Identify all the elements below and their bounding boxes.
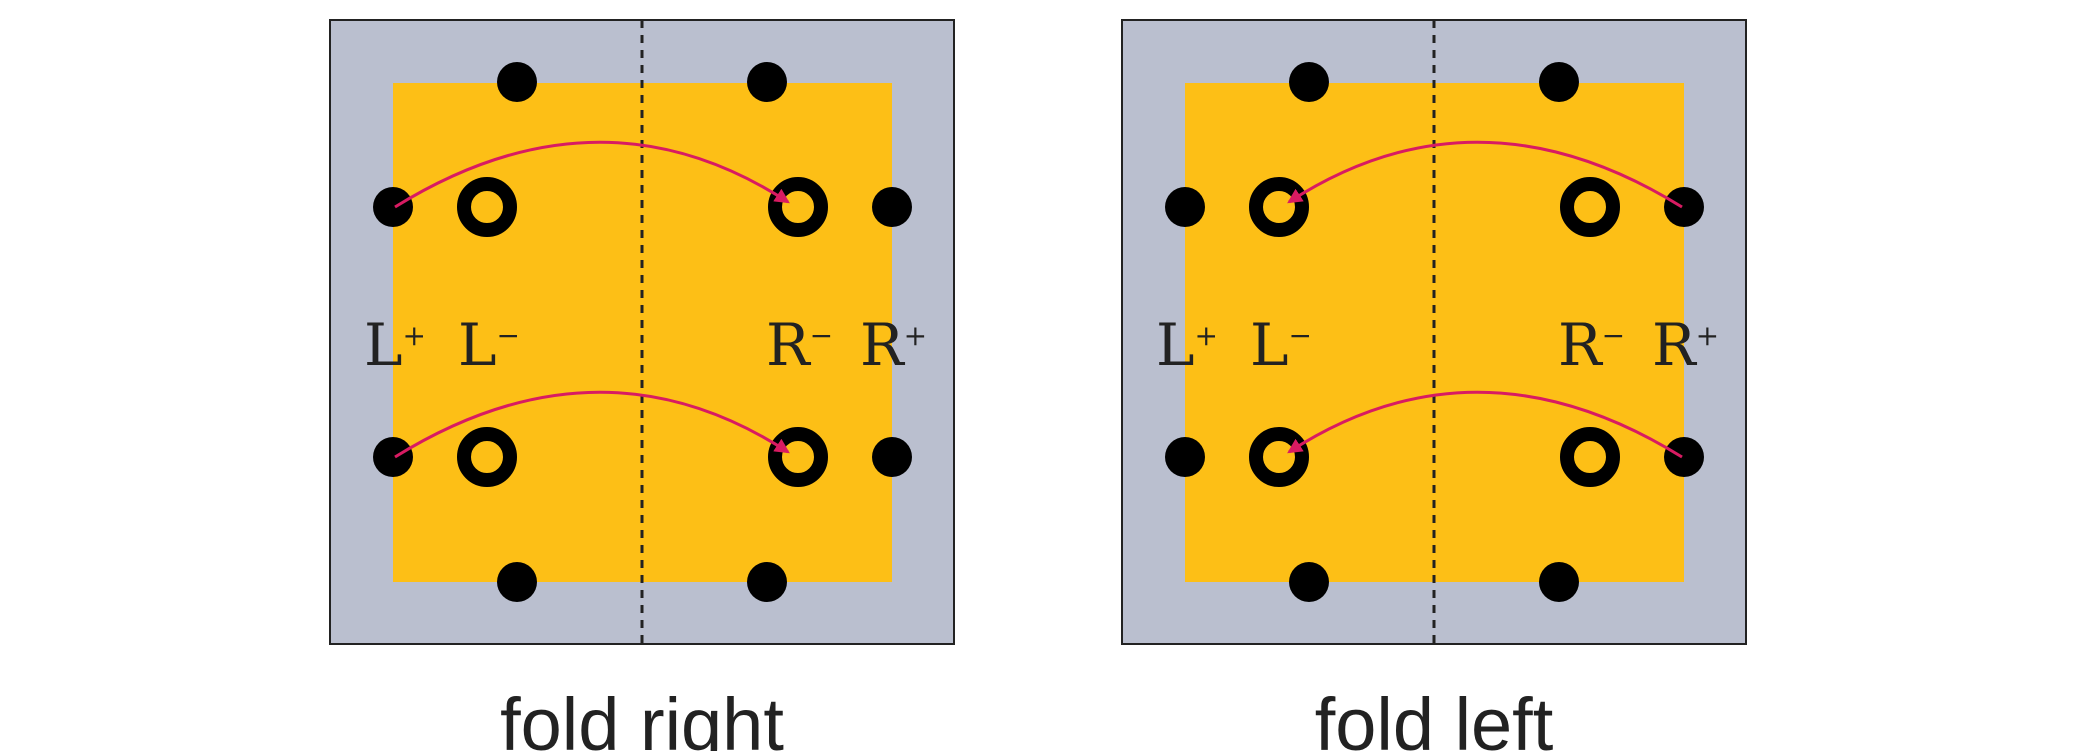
- panel-fold-left: L+ L− R− R+ fold left: [1121, 19, 1747, 751]
- dot-top-left: [1289, 62, 1329, 102]
- ring-right-lower: [1560, 427, 1620, 487]
- dot-top-right: [747, 62, 787, 102]
- dot-bottom-left: [497, 562, 537, 602]
- caption-fold-right: fold right: [500, 683, 784, 751]
- label-l-plus: L+: [1156, 311, 1218, 379]
- dot-top-left: [497, 62, 537, 102]
- label-r-minus: R−: [1558, 311, 1625, 379]
- dot-right-lower: [872, 437, 912, 477]
- label-l-plus: L+: [364, 311, 426, 379]
- label-r-minus: R−: [766, 311, 833, 379]
- dot-left-lower: [1165, 437, 1205, 477]
- dot-left-lower: [373, 437, 413, 477]
- label-r-plus: R+: [1652, 311, 1719, 379]
- label-r-plus: R+: [860, 311, 927, 379]
- panel-fold-right: L+ L− R− R+ fold right: [329, 19, 955, 751]
- dot-left-upper: [373, 187, 413, 227]
- arrow-upper: [1287, 140, 1683, 209]
- dot-top-right: [1539, 62, 1579, 102]
- arrow-lower: [394, 390, 790, 459]
- ring-right-upper: [1560, 177, 1620, 237]
- caption-fold-left: fold left: [1315, 683, 1554, 751]
- label-l-minus: L−: [1250, 311, 1312, 379]
- ring-right-upper: [768, 177, 828, 237]
- dot-left-upper: [1165, 187, 1205, 227]
- dot-bottom-left: [1289, 562, 1329, 602]
- dot-right-upper: [872, 187, 912, 227]
- arrow-lower: [1287, 390, 1683, 459]
- arrow-upper: [394, 140, 790, 209]
- ring-left-upper: [457, 177, 517, 237]
- dot-bottom-right: [1539, 562, 1579, 602]
- ring-left-lower: [1249, 427, 1309, 487]
- dot-right-lower: [1664, 437, 1704, 477]
- dot-bottom-right: [747, 562, 787, 602]
- label-l-minus: L−: [458, 311, 520, 379]
- ring-right-lower: [768, 427, 828, 487]
- ring-left-lower: [457, 427, 517, 487]
- ring-left-upper: [1249, 177, 1309, 237]
- dot-right-upper: [1664, 187, 1704, 227]
